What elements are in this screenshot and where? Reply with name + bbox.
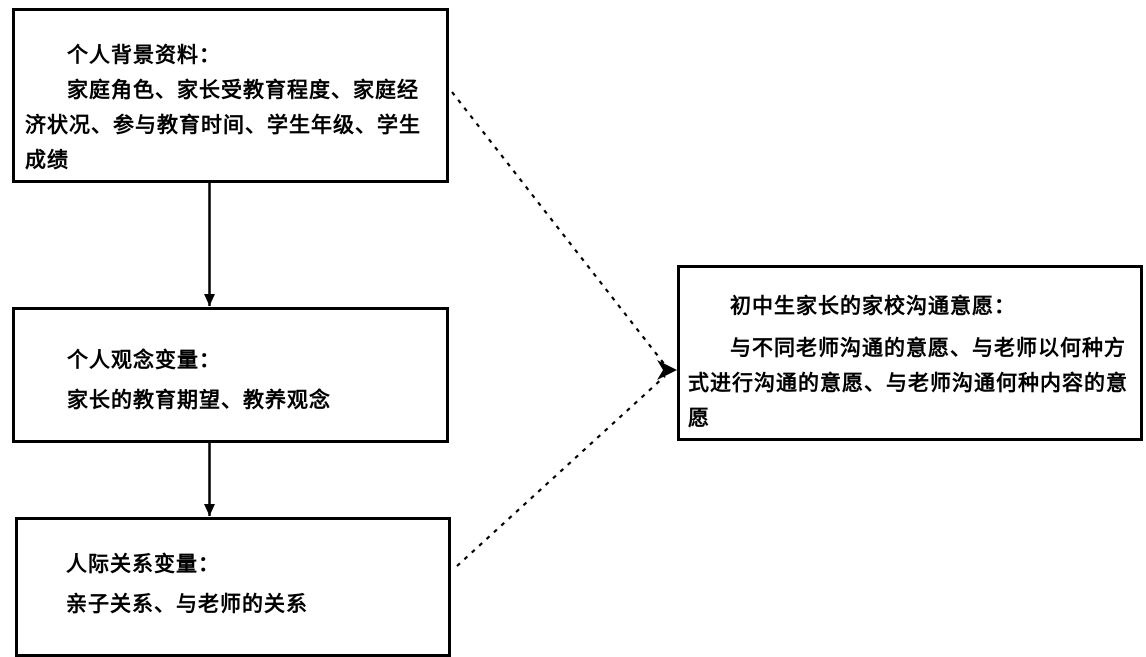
box-interpersonal-relations: 人际关系变量： 亲子关系、与老师的关系 xyxy=(15,517,451,657)
box-personal-beliefs-title: 个人观念变量： xyxy=(67,348,221,372)
box-interpersonal-relations-title: 人际关系变量： xyxy=(66,552,220,576)
arrowhead-down-relations xyxy=(204,504,215,516)
box-personal-background-body: 家庭角色、家长受教育程度、家庭经济状况、参与教育时间、学生年级、学生成绩 xyxy=(25,78,421,172)
box-personal-beliefs: 个人观念变量： 家长的教育期望、教养观念 xyxy=(12,307,449,443)
connector-background-to-outcome xyxy=(451,91,666,366)
box-personal-background-title: 个人背景资料： xyxy=(67,43,221,67)
box-communication-willingness: 初中生家长的家校沟通意愿： 与不同老师沟通的意愿、与老师以何种方式进行沟通的意愿… xyxy=(677,265,1143,441)
connector-relations-to-outcome xyxy=(456,375,666,567)
box-personal-background: 个人背景资料： 家庭角色、家长受教育程度、家庭经济状况、参与教育时间、学生年级、… xyxy=(12,8,449,183)
arrowhead-right-outcome xyxy=(657,360,677,380)
box-personal-beliefs-body: 家长的教育期望、教养观念 xyxy=(67,388,331,412)
box-communication-willingness-body: 与不同老师沟通的意愿、与老师以何种方式进行沟通的意愿、与老师沟通何种内容的意愿 xyxy=(688,336,1128,430)
arrowhead-down-beliefs xyxy=(204,294,215,306)
box-communication-willingness-title: 初中生家长的家校沟通意愿： xyxy=(730,294,1016,318)
box-interpersonal-relations-body: 亲子关系、与老师的关系 xyxy=(66,592,308,616)
